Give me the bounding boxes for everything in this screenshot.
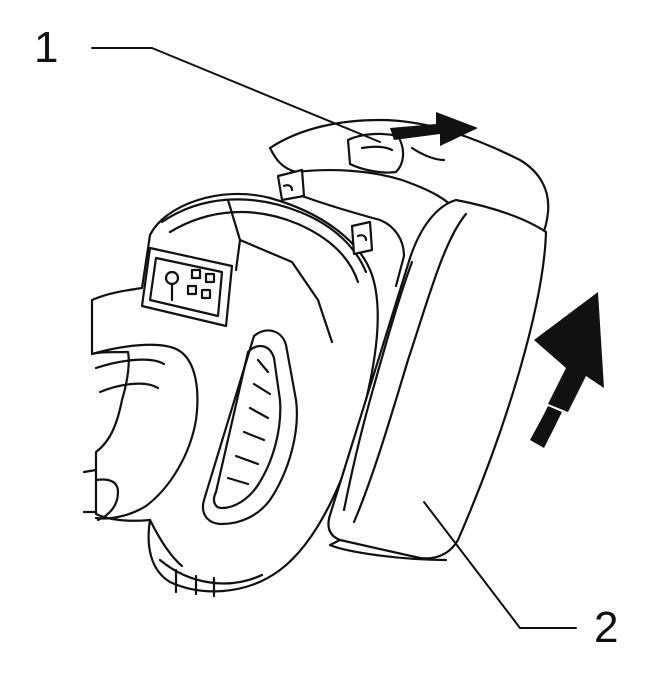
leader-line-2 xyxy=(423,501,577,629)
insert-direction-arrow xyxy=(530,292,604,448)
leader-lines xyxy=(91,47,577,629)
battery-pack xyxy=(268,118,550,562)
callout-2-label: 2 xyxy=(594,603,619,652)
slide-direction-arrow xyxy=(390,112,478,146)
tool-body xyxy=(82,192,379,598)
callout-1-label: 1 xyxy=(34,23,59,72)
leader-line-1 xyxy=(91,47,381,143)
